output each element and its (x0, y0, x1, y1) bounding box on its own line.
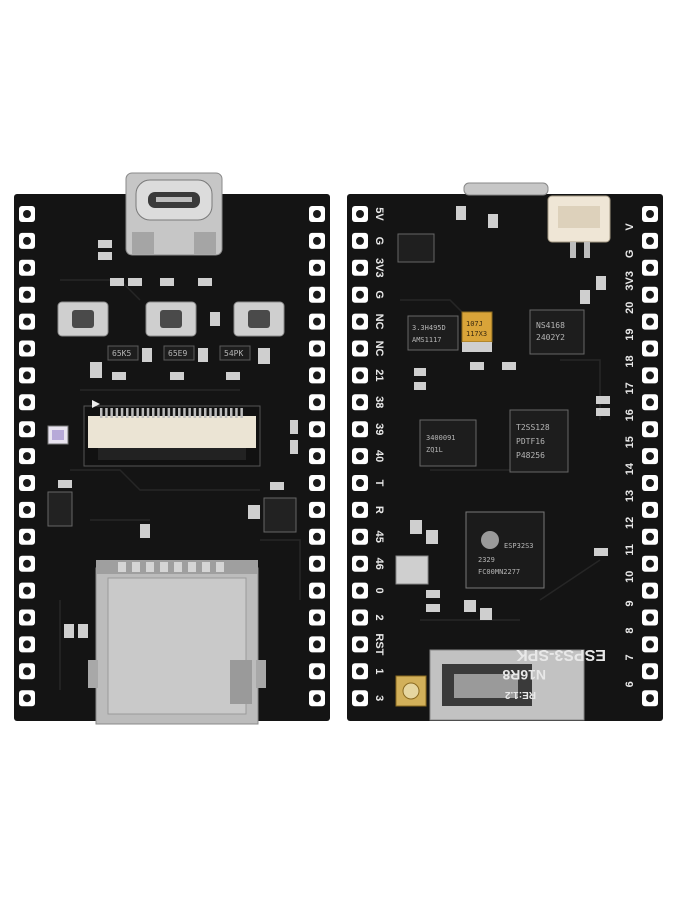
pin-label: 19 (624, 328, 636, 340)
flash-chip: 3400091 ZQ1L (419, 419, 477, 467)
pin-label: 40 (373, 450, 385, 462)
svg-text:ESP32S3: ESP32S3 (504, 542, 534, 550)
svg-text:65K5: 65K5 (112, 349, 131, 358)
audio-amplifier: NS4168 2402Y2 (529, 309, 585, 355)
pin-label: 45 (373, 531, 385, 543)
chip-mark-2: 65E9 (163, 345, 195, 361)
pin-label: 20 (624, 302, 636, 314)
tantalum-capacitor: 107J 117X3 (461, 311, 493, 352)
ffc-connector (83, 400, 261, 467)
pin-label: 2 (373, 614, 385, 620)
pin-label: T (373, 480, 385, 487)
crystal (395, 555, 429, 585)
pin-label: 3V3 (624, 271, 636, 291)
svg-text:ZQ1L: ZQ1L (426, 446, 443, 454)
svg-text:2329: 2329 (478, 556, 495, 564)
pin-labels-right: V G 3V3 20 19 18 17 16 15 14 13 12 11 10 9 8 7 6 (624, 223, 636, 688)
ic-small (47, 491, 73, 527)
pin-pads-left (19, 206, 35, 707)
svg-text:T2SS128: T2SS128 (516, 423, 550, 432)
svg-text:107J: 107J (466, 320, 483, 328)
usb-c-connector (125, 172, 223, 256)
pin-label: G (624, 250, 636, 259)
pin-label: 18 (624, 355, 636, 367)
chip-regulator-small (397, 233, 435, 263)
pin-pads-left (352, 206, 368, 707)
smd-parts-back (58, 240, 298, 638)
pin-label: 14 (624, 462, 636, 475)
pin-label: NC (373, 341, 385, 357)
usb-c-edge (463, 182, 549, 196)
pin-label: 16 (624, 409, 636, 421)
svg-text:P48256: P48256 (516, 451, 545, 460)
pin-label: 21 (373, 369, 385, 381)
pin-label: 6 (624, 681, 636, 687)
pin-label: NC (373, 314, 385, 330)
tactile-button (145, 301, 197, 337)
pin-label: 3 (373, 695, 385, 701)
svg-text:117X3: 117X3 (466, 330, 487, 338)
ic-small (263, 497, 297, 533)
pin-label: 1 (373, 668, 385, 674)
pin-label: 5V (373, 207, 385, 221)
board-name: ESPS3-SPK (516, 646, 606, 663)
svg-text:3.3H495D: 3.3H495D (412, 324, 446, 332)
svg-text:54PK: 54PK (224, 349, 243, 358)
chip-mark-3: 54PK (219, 345, 251, 361)
board-revision: RE:1.2 (504, 689, 536, 700)
pin-label: 13 (624, 490, 636, 502)
svg-text:AMS1117: AMS1117 (412, 336, 442, 344)
pin-label: 3V3 (373, 258, 385, 278)
ldo-regulator: 3.3H495D AMS1117 (407, 315, 459, 351)
pin-pads-right (309, 206, 325, 707)
pin-label: V (624, 223, 636, 231)
svg-text:NS4168: NS4168 (536, 321, 565, 330)
smd-parts-front (410, 206, 610, 620)
pin-label: 17 (624, 382, 636, 394)
tactile-button (233, 301, 285, 337)
svg-text:FC00MN2277: FC00MN2277 (478, 568, 520, 576)
pin-label: RST (373, 633, 385, 655)
pin-label: 0 (373, 588, 385, 594)
pin-label: G (373, 237, 385, 246)
svg-text:PDTF16: PDTF16 (516, 437, 545, 446)
board-silkscreen: ESPS3-SPK N16R8 RE:1.2 (502, 646, 606, 700)
pin-label: R (373, 506, 385, 514)
pin-label: 12 (624, 517, 636, 529)
pin-label: 10 (624, 571, 636, 583)
svg-text:65E9: 65E9 (168, 349, 187, 358)
ufl-antenna-connector (395, 675, 427, 707)
pin-label: 46 (373, 558, 385, 570)
pin-label: G (373, 290, 385, 299)
board-variant: N16R8 (502, 667, 546, 683)
pin-pads-right (642, 206, 658, 707)
tactile-button (57, 301, 109, 337)
svg-text:3400091: 3400091 (426, 434, 456, 442)
back-board: 65K5 65E9 54PK (14, 172, 330, 725)
sd-card-slot (88, 560, 266, 725)
pin-label: 11 (624, 544, 636, 556)
chip-mark-1: 65K5 (107, 345, 139, 361)
pin-label: 8 (624, 627, 636, 633)
pin-label: 9 (624, 601, 636, 607)
battery-connector (547, 195, 611, 258)
antenna-module (429, 649, 585, 721)
mcu-esp32s3: ESP32S3 2329 FC00MN2277 (465, 511, 545, 589)
pin-label: 39 (373, 423, 385, 435)
pin-label: 7 (624, 654, 636, 660)
pcb-front (347, 194, 663, 721)
psram-chip: T2SS128 PDTF16 P48256 (509, 409, 569, 473)
svg-text:2402Y2: 2402Y2 (536, 333, 565, 342)
pin-label: 15 (624, 436, 636, 448)
pin-label: 38 (373, 396, 385, 408)
